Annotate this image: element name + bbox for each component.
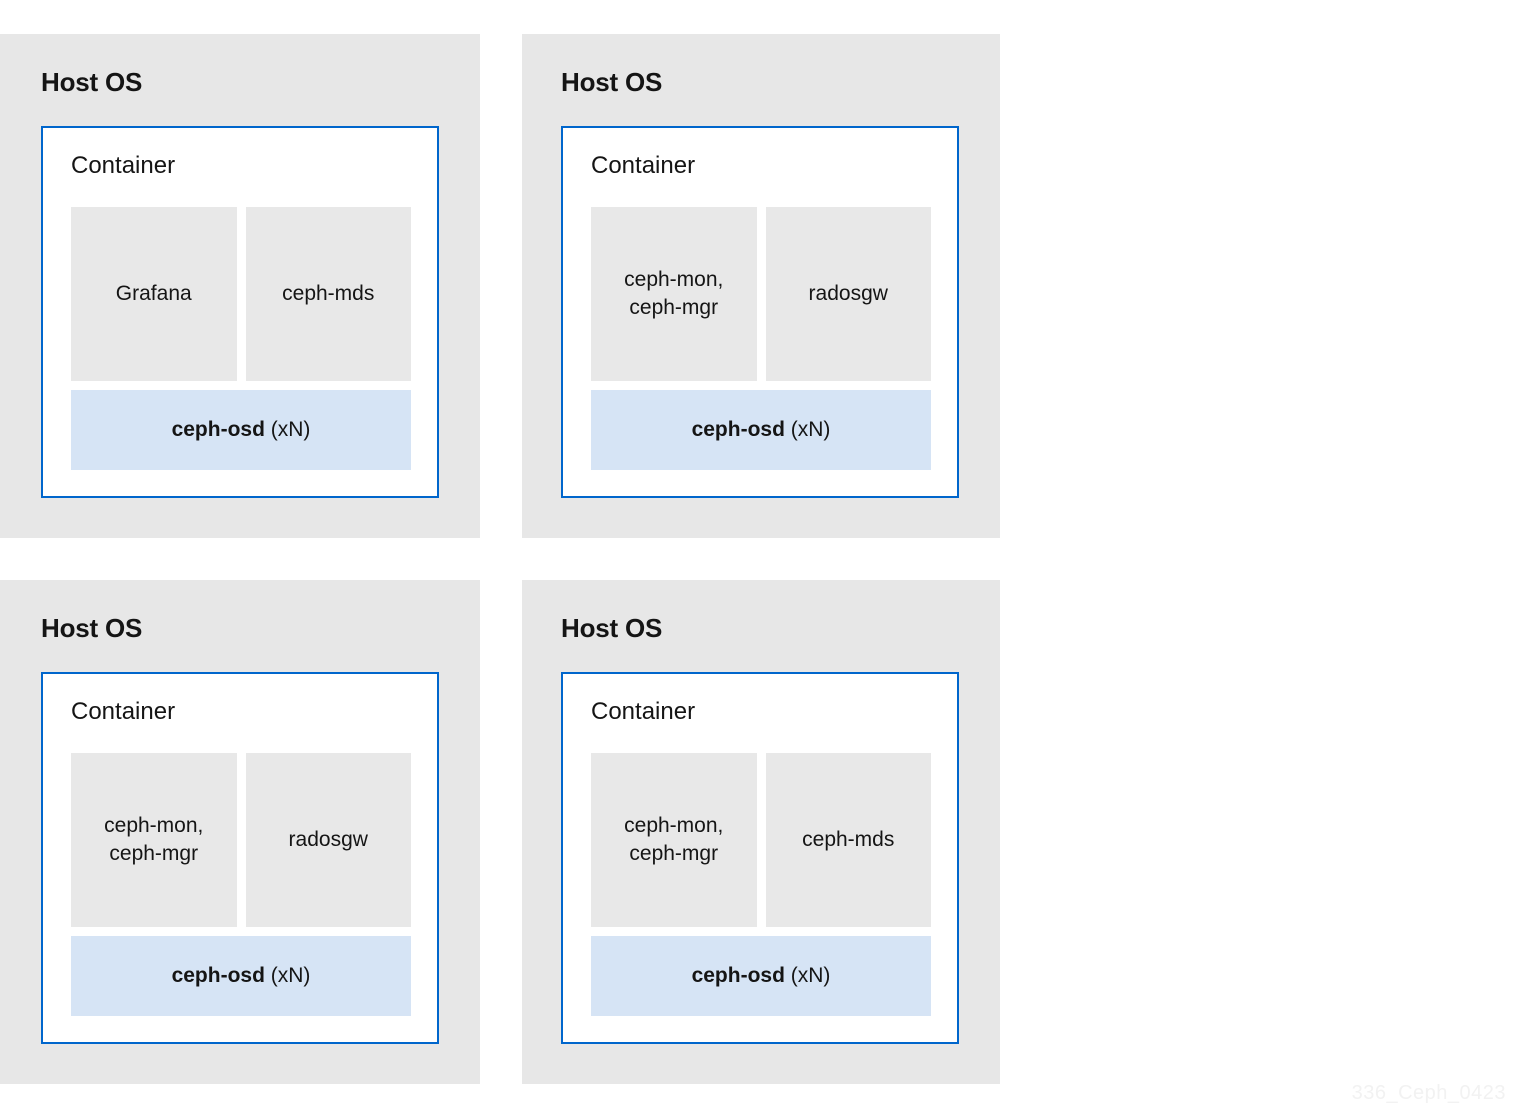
container-label: Container [591, 152, 696, 179]
host-panel-3: Host OS Container ceph-mon, ceph-mgr rad… [0, 580, 480, 1084]
ceph-osd-count: (xN) [270, 418, 311, 441]
ceph-osd-label: ceph-osd (xN) [172, 418, 311, 442]
ceph-osd-name: ceph-osd [691, 964, 785, 987]
daemon-box: ceph-mon, ceph-mgr [591, 207, 757, 381]
daemon-box: ceph-mon, ceph-mgr [591, 753, 757, 927]
host-os-label: Host OS [561, 613, 663, 643]
host-panel-1: Host OS Container Grafana ceph-mds ceph-… [0, 34, 480, 538]
host-os-label: Host OS [41, 67, 143, 97]
container-box-1: Container Grafana ceph-mds ceph-osd (xN) [41, 126, 439, 498]
daemon-box: ceph-mds [765, 753, 931, 927]
daemon-box: Grafana [71, 207, 237, 381]
daemon-box: radosgw [765, 207, 931, 381]
daemon-box: radosgw [245, 753, 411, 927]
daemon-row: ceph-mon, ceph-mgr radosgw [591, 207, 931, 381]
container-box-3: Container ceph-mon, ceph-mgr radosgw cep… [41, 672, 439, 1044]
ceph-osd-bar: ceph-osd (xN) [71, 936, 411, 1016]
ceph-osd-count: (xN) [790, 964, 831, 987]
ceph-osd-name: ceph-osd [691, 418, 785, 441]
host-panel-4: Host OS Container ceph-mon, ceph-mgr cep… [522, 580, 1000, 1084]
ceph-osd-count: (xN) [790, 418, 831, 441]
daemon-row: Grafana ceph-mds [71, 207, 411, 381]
daemon-box: ceph-mds [245, 207, 411, 381]
ceph-osd-label: ceph-osd (xN) [172, 964, 311, 988]
host-os-label: Host OS [561, 67, 663, 97]
watermark-label: 336_Ceph_0423 [1351, 1082, 1506, 1104]
ceph-osd-label: ceph-osd (xN) [692, 418, 831, 442]
ceph-osd-bar: ceph-osd (xN) [591, 936, 931, 1016]
daemon-row: ceph-mon, ceph-mgr ceph-mds [591, 753, 931, 927]
host-panel-2: Host OS Container ceph-mon, ceph-mgr rad… [522, 34, 1000, 538]
container-label: Container [591, 698, 696, 725]
daemon-row: ceph-mon, ceph-mgr radosgw [71, 753, 411, 927]
daemon-box: ceph-mon, ceph-mgr [71, 753, 237, 927]
ceph-osd-name: ceph-osd [171, 418, 265, 441]
ceph-osd-label: ceph-osd (xN) [692, 964, 831, 988]
container-label: Container [71, 698, 176, 725]
host-os-label: Host OS [41, 613, 143, 643]
container-box-4: Container ceph-mon, ceph-mgr ceph-mds ce… [561, 672, 959, 1044]
ceph-osd-count: (xN) [270, 964, 311, 987]
container-label: Container [71, 152, 176, 179]
ceph-osd-name: ceph-osd [171, 964, 265, 987]
container-box-2: Container ceph-mon, ceph-mgr radosgw cep… [561, 126, 959, 498]
ceph-osd-bar: ceph-osd (xN) [71, 390, 411, 470]
ceph-osd-bar: ceph-osd (xN) [591, 390, 931, 470]
